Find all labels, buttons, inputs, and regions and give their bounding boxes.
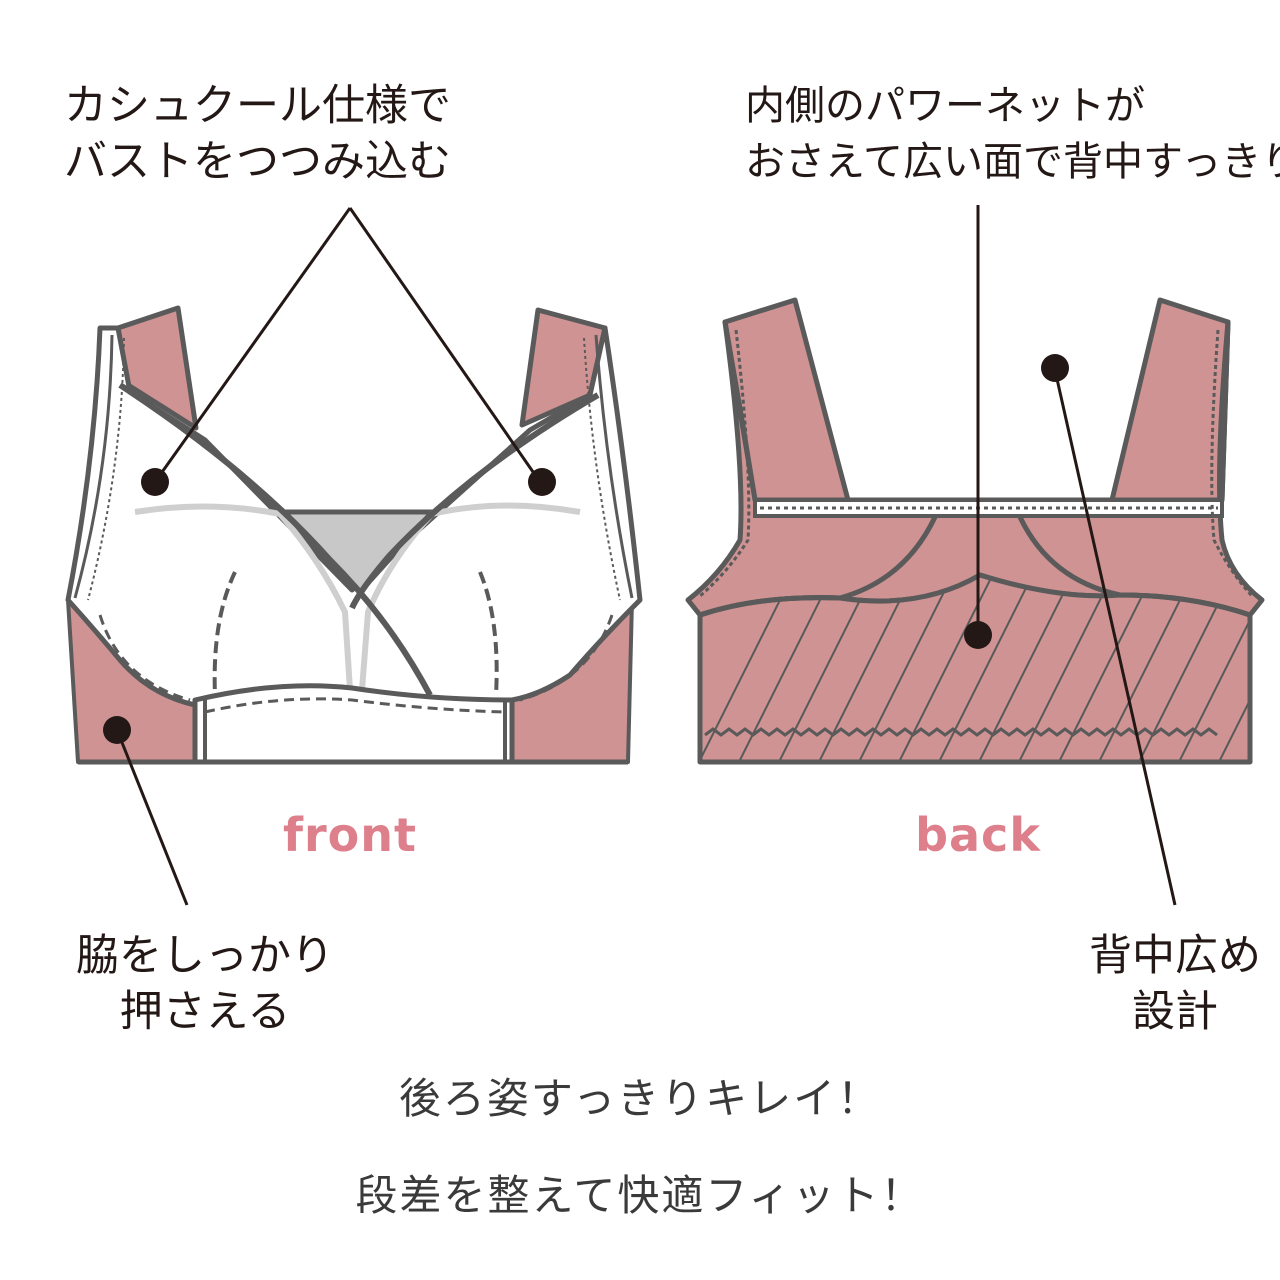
front-left-side-seam [98,614,191,702]
callout-back-side: 背中広め 設計 [1080,928,1270,1040]
leader-lines [103,205,1177,906]
front-under-band-stitch [204,697,506,714]
front-left-lace [73,334,114,599]
tagline-second: 段差を整えて快適フィット！ [355,1171,925,1220]
back-inner-curve-left [699,515,938,618]
front-left-dart [212,571,237,696]
back-view [685,297,1265,765]
back-bottom-zigzag [704,727,1218,737]
front-right-lace-zigzag [583,337,621,601]
front-body [65,325,643,708]
front-view-label: front [282,808,418,862]
callout-front-side-line1: 脇をしっかり [76,931,334,981]
callout-front-side: 脇をしっかり 押さえる [60,928,350,1040]
back-left-lace [699,329,751,598]
callout-front-top-line2: バストをつつみ込む [64,137,451,187]
front-wrap-right [349,392,600,610]
back-right-strap [1109,297,1231,503]
back-top-trim [753,498,1224,518]
front-under-band [192,683,515,765]
back-view-label: back [915,808,1041,862]
back-inner-curve-right [1017,515,1251,618]
callout-front-top: カシュクール仕様で バストをつつみ込む [64,78,451,190]
leader-back-side [1053,369,1177,906]
callout-front-top-line1: カシュクール仕様で [64,81,451,131]
front-right-dart [478,571,499,696]
dot-back-center [964,621,992,649]
callout-back-top: 内側のパワーネットが おさえて広い面で背中すっきり [745,78,1280,190]
dot-front-right-cup [528,468,556,496]
dot-front-side [103,716,131,744]
callout-back-side-line2: 設計 [1132,987,1218,1037]
callout-back-top-line1: 内側のパワーネットが [745,83,1145,129]
front-left-cup-trim [134,503,353,691]
back-right-lace [1210,329,1254,598]
front-right-side-seam [519,614,614,702]
front-right-lace [594,334,634,599]
tagline-first: 後ろ姿すっきりキレイ！ [398,1074,882,1123]
callout-front-side-line2: 押さえる [119,987,291,1037]
leader-front-left [153,207,352,483]
callout-back-top-line2: おさえて広い面で背中すっきり [745,139,1280,185]
back-power-net-hatching [700,575,1250,760]
leader-front-right [348,207,542,483]
leader-front-side [115,729,189,906]
dot-front-left-cup [141,468,169,496]
front-view [65,305,643,765]
front-left-lace-zigzag [87,337,125,601]
callout-back-side-line1: 背中広め [1089,931,1261,981]
dot-back-strap [1041,354,1069,382]
